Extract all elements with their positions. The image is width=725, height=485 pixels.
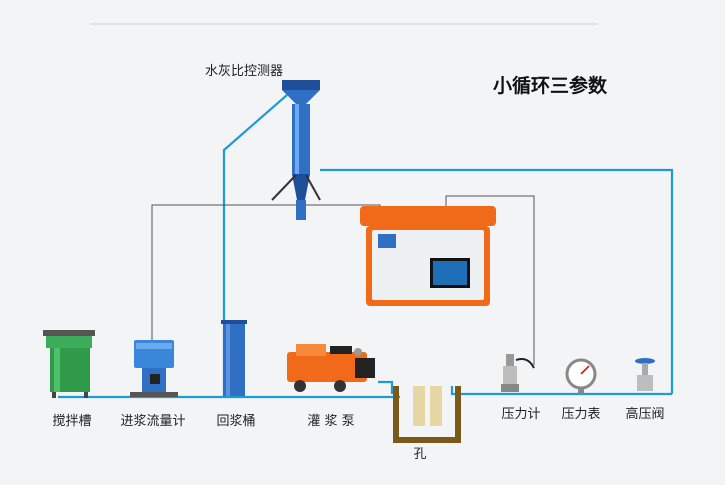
- hole-icon: [393, 386, 461, 443]
- label-mixer: 搅拌槽: [52, 413, 91, 429]
- pressure-gauge-icon: [501, 354, 535, 392]
- pipe-controller-bucket: [222, 94, 288, 397]
- label-pressure-meter: 压力表: [561, 407, 600, 422]
- pressure-meter-icon: [565, 358, 597, 394]
- mixer-tank-icon: [43, 330, 95, 398]
- pipe-hole-instruments: [450, 386, 672, 396]
- pipe-return-loop: [320, 168, 674, 394]
- recorder-case-icon: [360, 206, 496, 306]
- pipe-network: [58, 94, 674, 399]
- label-flowmeter: 进浆流量计: [120, 414, 185, 429]
- cable-pressure: [445, 195, 535, 365]
- label-pump: 灌 浆 泵: [307, 414, 354, 429]
- high-pressure-valve-icon: [635, 358, 655, 391]
- label-high-pressure-valve: 高压阀: [625, 406, 664, 422]
- water-cement-controller-icon: [271, 80, 321, 220]
- diagram-title: 小循环三参数: [493, 74, 608, 97]
- return-bucket-icon: [221, 320, 247, 396]
- label-return-bucket: 回浆桶: [216, 414, 255, 429]
- pipe-pump-hole: [378, 380, 394, 394]
- label-controller: 水灰比控测器: [205, 64, 283, 79]
- label-hole: 孔: [413, 447, 426, 462]
- flowmeter-icon: [130, 340, 178, 397]
- grouting-pump-icon: [287, 344, 375, 392]
- label-pressure-gauge: 压力计: [501, 407, 540, 422]
- cable-flowmeter: [151, 204, 381, 340]
